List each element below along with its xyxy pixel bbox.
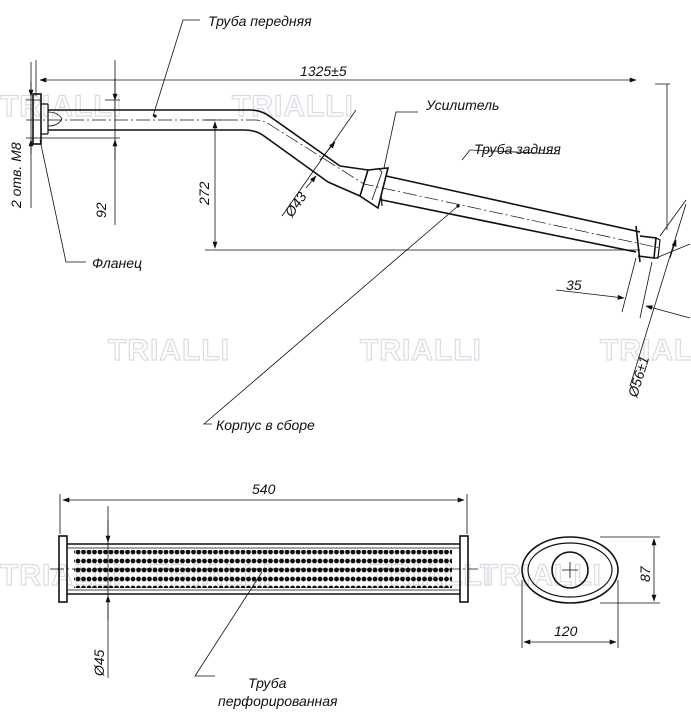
rear-pipe-bottom [381,199,637,253]
watermark-text: TRIALLI [0,90,122,123]
perforated-tube [50,535,478,603]
dim-overall-length: 1325±5 [300,63,347,79]
reinforcement-inner [371,167,383,201]
dim-35: 35 [566,277,582,293]
watermarks: TRIALLI TRIALLI TRIALLI TRIALLI TRIALLI … [0,89,691,592]
leader-body-assembly [202,205,459,425]
oval-section [521,536,619,604]
label-reinforcement: Усилитель [425,97,499,113]
watermark-text: TRIALLI [480,559,602,592]
tube-dimensions: 540 Ø45 Труба перфорированная [59,481,468,709]
oval-dimensions: 87 120 [521,536,660,648]
dim-120: 120 [554,623,578,639]
front-pipe-end [327,165,369,197]
dim-diameter-43: Ø43 [281,189,310,221]
watermark-text: TRIALLI [108,334,230,367]
flange-plate [32,93,42,145]
watermark-text: TRIALLI [360,334,482,367]
pipe-centerline [26,119,661,249]
leader-flange [39,139,86,263]
label-body-assembly: Корпус в сборе [216,417,315,433]
pipe-assembly [26,93,661,263]
front-pipe-bottom [48,129,329,183]
label-perforated-pipe-2: перфорированная [218,693,338,709]
leader-reinforcement [383,111,418,169]
dim-holes: 2 отв. М8 [8,142,24,209]
front-pipe-top [48,109,341,167]
rear-tube-stub [637,235,657,259]
leader-perforated-pipe [194,571,263,677]
rear-pipe-top [385,175,641,233]
label-flange: Фланец [92,255,142,271]
leader-front-pipe [152,19,200,117]
top-labels: Труба передняя Усилитель Труба задняя Фл… [39,13,561,433]
leader-rear-pipe [469,149,561,155]
oval-inner [527,542,613,598]
dim-272: 272 [196,181,212,206]
watermark-text: TRIALLI [600,334,691,367]
perforation-holes [74,550,452,588]
oval-outer [521,536,619,604]
flange-weld [47,111,63,127]
top-dimensions: 1325±5 92 272 2 отв. М8 Ø43 35 Ø56±1 [8,60,691,400]
dim-540: 540 [252,481,276,497]
dim-92: 92 [93,202,109,218]
reinforcement-sleeve [359,167,390,210]
dim-diameter-45: Ø45 [91,649,107,677]
label-rear-pipe: Труба задняя [474,141,561,157]
flange-collar [41,103,49,135]
flange-holes-marks [26,99,41,139]
tube-outline [67,543,460,595]
watermark-text: TRIALLI [232,90,354,123]
inner-tube-circle [551,551,589,589]
dim-87: 87 [637,565,653,582]
label-front-pipe: Труба передняя [208,13,312,29]
label-perforated-pipe-1: Труба [248,675,287,691]
